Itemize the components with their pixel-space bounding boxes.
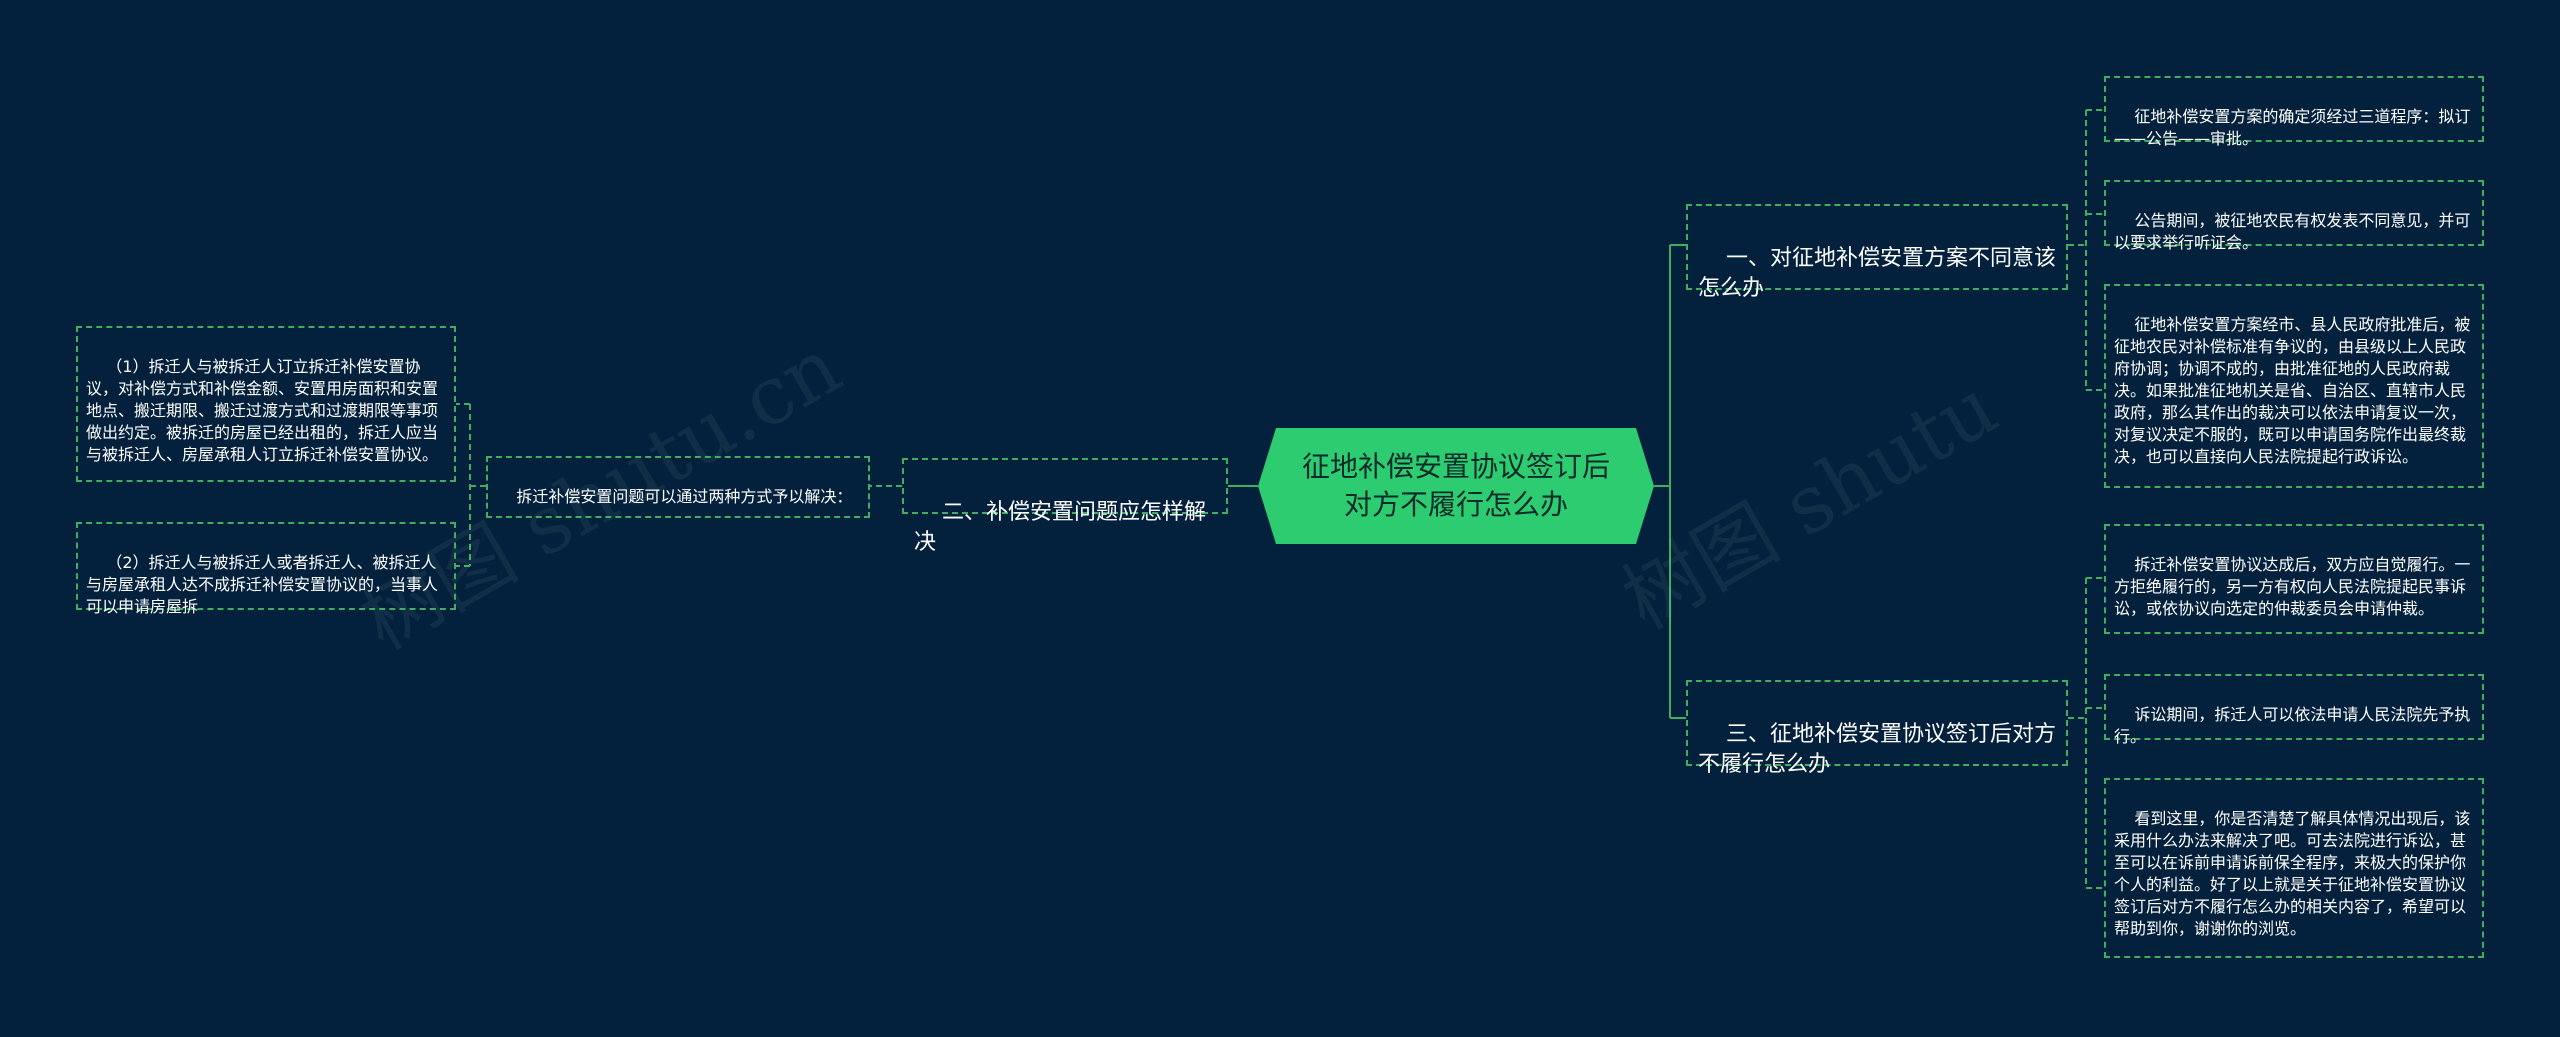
leaf-node[interactable]: 征地补偿安置方案经市、县人民政府批准后，被征地农民对补偿标准有争议的，由县级以上…: [2104, 284, 2484, 488]
branch-node-3[interactable]: 三、征地补偿安置协议签订后对方不履行怎么办: [1686, 680, 2068, 777]
root-shape: [1258, 428, 1654, 544]
leaf-node[interactable]: （2）拆迁人与被拆迁人或者拆迁人、被拆迁人与房屋承租人达不成拆迁补偿安置协议的，…: [76, 522, 456, 616]
leaf-text: 公告期间，被征地农民有权发表不同意见，并可以要求举行听证会。: [2114, 211, 2471, 252]
branch-node-1[interactable]: 一、对征地补偿安置方案不同意该怎么办: [1686, 204, 2068, 301]
leaf-node[interactable]: 公告期间，被征地农民有权发表不同意见，并可以要求举行听证会。: [2104, 180, 2484, 252]
leaf-node[interactable]: 拆迁补偿安置协议达成后，双方应自觉履行。一方拒绝履行的，另一方有权向人民法院提起…: [2104, 524, 2484, 634]
branch-label: 一、对征地补偿安置方案不同意该怎么办: [1698, 246, 2056, 301]
leaf-text: 征地补偿安置方案的确定须经过三道程序：拟订——公告——审批。: [2114, 107, 2471, 148]
branch-node-2[interactable]: 二、补偿安置问题应怎样解决: [902, 458, 1228, 555]
leaf-node[interactable]: 征地补偿安置方案的确定须经过三道程序：拟订——公告——审批。: [2104, 76, 2484, 148]
leaf-node[interactable]: （1）拆迁人与被拆迁人订立拆迁补偿安置协议，对补偿方式和补偿金额、安置用房面积和…: [76, 326, 456, 482]
leaf-text: （1）拆迁人与被拆迁人订立拆迁补偿安置协议，对补偿方式和补偿金额、安置用房面积和…: [86, 357, 439, 464]
leaf-text: （2）拆迁人与被拆迁人或者拆迁人、被拆迁人与房屋承租人达不成拆迁补偿安置协议的，…: [86, 553, 439, 616]
branch-label: 二、补偿安置问题应怎样解决: [914, 500, 1206, 555]
leaf-text: 拆迁补偿安置协议达成后，双方应自觉履行。一方拒绝履行的，另一方有权向人民法院提起…: [2114, 555, 2471, 618]
leaf-text: 看到这里，你是否清楚了解具体情况出现后，该采用什么办法来解决了吧。可去法院进行诉…: [2114, 809, 2471, 938]
leaf-text: 征地补偿安置方案经市、县人民政府批准后，被征地农民对补偿标准有争议的，由县级以上…: [2114, 315, 2471, 466]
leaf-text: 拆迁补偿安置问题可以通过两种方式予以解决：: [516, 487, 853, 506]
leaf-node[interactable]: 看到这里，你是否清楚了解具体情况出现后，该采用什么办法来解决了吧。可去法院进行诉…: [2104, 778, 2484, 958]
sub-branch-node[interactable]: 拆迁补偿安置问题可以通过两种方式予以解决：: [486, 456, 870, 518]
leaf-text: 诉讼期间，拆迁人可以依法申请人民法院先予执行。: [2114, 705, 2471, 746]
root-node[interactable]: 征地补偿安置协议签订后对方不履行怎么办: [1258, 428, 1654, 544]
root-label: 征地补偿安置协议签订后对方不履行怎么办: [1301, 450, 1610, 521]
leaf-node[interactable]: 诉讼期间，拆迁人可以依法申请人民法院先予执行。: [2104, 674, 2484, 746]
branch-label: 三、征地补偿安置协议签订后对方不履行怎么办: [1698, 722, 2056, 777]
